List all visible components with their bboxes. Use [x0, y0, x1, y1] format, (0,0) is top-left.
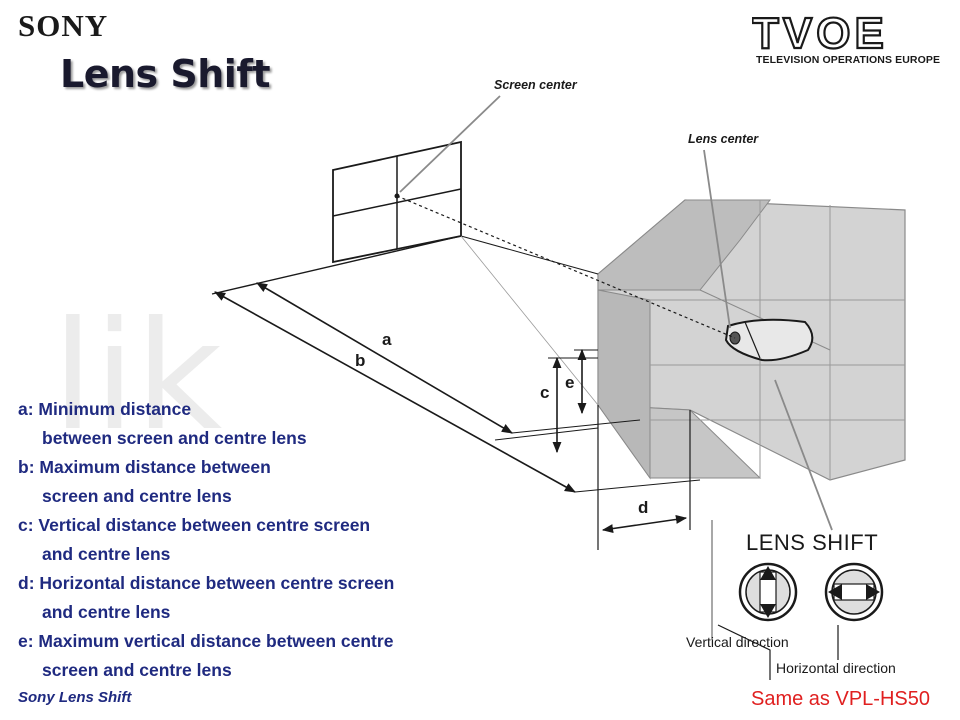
legend-item-e: e: Maximum vertical distance between cen…: [18, 631, 394, 680]
watermark-text: lik: [52, 290, 223, 464]
screen-center-label: Screen center: [494, 78, 577, 92]
tvoe-logo: TVOE: [752, 14, 888, 54]
legend-item-c: c: Vertical distance between centre scre…: [18, 515, 371, 564]
dimension-b-label: b: [355, 351, 366, 370]
tvoe-logo-text: TVOE: [752, 14, 888, 54]
dimension-d-label: d: [638, 498, 649, 517]
sony-brand: SONY: [18, 8, 109, 43]
lens-shift-panel-title: LENS SHIFT: [746, 530, 879, 555]
tvoe-subtitle: TELEVISION OPERATIONS EUROPE: [756, 54, 941, 66]
horizontal-direction-label: Horizontal direction: [776, 660, 896, 676]
dimension-d: [597, 405, 691, 550]
vertical-direction-label: Vertical direction: [686, 634, 789, 650]
legend-item-b: b: Maximum distance between screen and c…: [18, 457, 271, 506]
dimension-c-e: [548, 348, 598, 454]
footer-title: Sony Lens Shift: [18, 689, 132, 706]
dimension-a-b: [214, 282, 701, 493]
legend-item-d: d: Horizontal distance between centre sc…: [18, 573, 395, 622]
dimension-e-label: e: [565, 373, 575, 392]
projector-unit: [724, 318, 814, 362]
page-title: Lens Shift: [60, 52, 271, 96]
legend: a: Minimum distance between screen and c…: [18, 395, 558, 685]
lens-shift-dials: [711, 520, 884, 680]
footer-note: Same as VPL-HS50: [751, 688, 930, 710]
legend-item-a: a: Minimum distance between screen and c…: [18, 399, 307, 448]
dimension-c-label: c: [540, 383, 550, 402]
screen: [332, 140, 462, 264]
leader-lines: [399, 95, 833, 531]
dimension-a-label: a: [382, 330, 392, 349]
lens-center-label: Lens center: [688, 132, 759, 146]
